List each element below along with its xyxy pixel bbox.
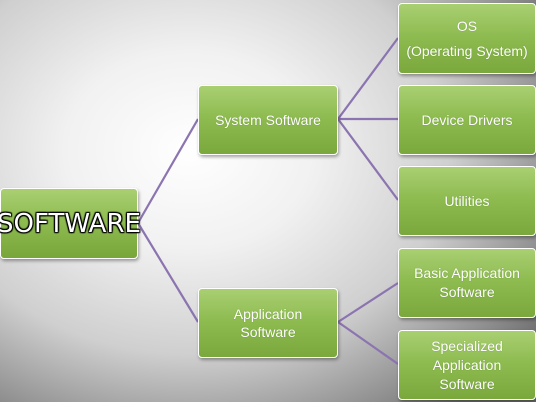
node-application-software-label: Application Software	[234, 305, 303, 341]
connector-root-to-system	[137, 118, 199, 224]
node-device-drivers: Device Drivers	[398, 85, 536, 155]
node-specialized-application-software: Specialized Application Software	[398, 330, 536, 400]
node-application-software-line-2: Software	[240, 324, 296, 340]
node-specialized-line-2: Application	[432, 356, 502, 373]
root-node-label: SOFTWARE	[0, 208, 141, 239]
node-system-software: System Software	[198, 85, 338, 155]
node-basic-application-software: Basic Application Software	[398, 248, 536, 318]
node-utilities: Utilities	[398, 166, 536, 236]
node-utilities-label: Utilities	[444, 192, 490, 209]
node-basic-application-line-2: Software	[439, 284, 495, 300]
connector-system-to-os	[337, 37, 399, 120]
connector-system-to-utilities	[337, 118, 399, 201]
node-specialized-line-3: Software	[439, 375, 495, 392]
node-os-line-1: OS	[456, 17, 478, 34]
node-system-software-label: System Software	[215, 112, 321, 128]
node-application-software-line-1: Application	[233, 306, 303, 322]
node-specialized-application-software-label: Specialized Application Software	[431, 337, 503, 394]
node-device-drivers-label: Device Drivers	[421, 111, 513, 128]
node-os-label: OS (Operating System)	[406, 17, 527, 61]
node-basic-application-line-1: Basic Application	[414, 265, 520, 281]
node-os-line-2: (Operating System)	[406, 42, 528, 59]
node-os: OS (Operating System)	[398, 3, 536, 74]
node-basic-application-software-label: Basic Application Software	[414, 264, 520, 302]
connector-root-to-application	[137, 222, 199, 323]
root-node-software: SOFTWARE	[0, 188, 141, 259]
node-specialized-line-1: Specialized	[431, 337, 503, 354]
connector-application-to-specialized	[337, 321, 399, 365]
connector-application-to-basic	[337, 282, 399, 323]
node-application-software: Application Software	[198, 288, 338, 358]
